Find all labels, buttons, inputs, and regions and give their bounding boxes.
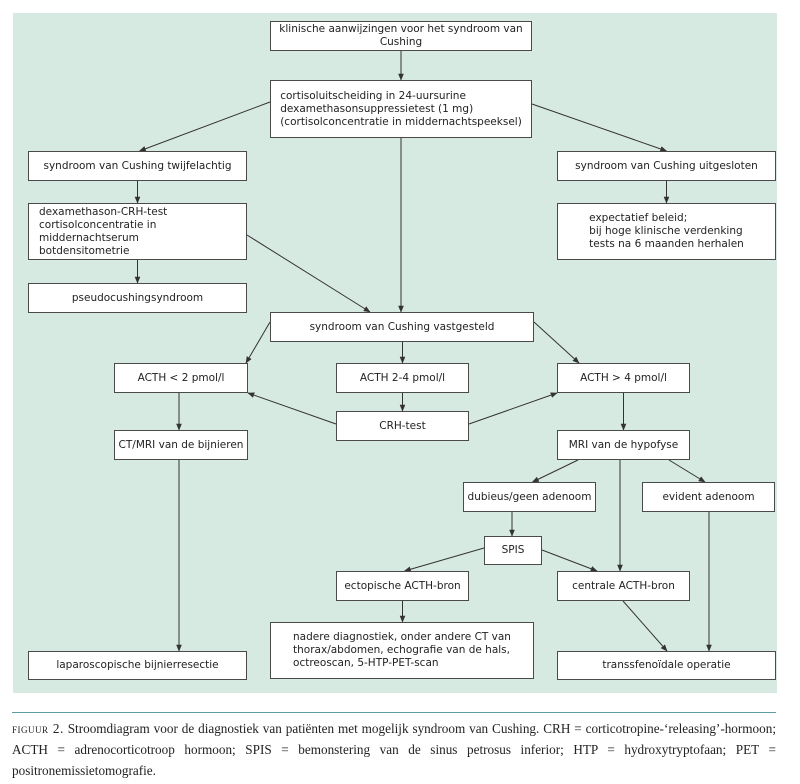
node-label: syndroom van Cushing uitgesloten [575,159,758,172]
node-confirmed: syndroom van Cushing vastgesteld [270,312,534,342]
node-clinical-signs: klinische aanwijzingen voor het syndroom… [270,21,532,51]
node-further-tests: dexamethason-CRH-test cortisolconcentrat… [28,203,247,260]
node-spis: SPIS [484,536,542,565]
arrow-screening-tests-to-doubtful [138,101,271,152]
node-label: transsfenoïdale operatie [602,659,731,671]
node-acth-mid: ACTH 2-4 pmol/l [336,363,469,393]
arrow-mri-pituitary-to-doubtful-adenoma [531,459,579,483]
node-label: SPIS [501,544,525,556]
arrow-central-source-to-transsphenoidal [622,600,668,652]
node-crh-test: CRH-test [336,411,469,441]
arrow-crh-test-to-acth-high [468,392,558,425]
arrow-further-tests-to-confirmed [246,234,371,313]
arrow-confirmed-to-acth-high [533,321,580,364]
node-mri-pituitary: MRI van de hypofyse [557,430,690,460]
node-label: MRI van de hypofyse [568,438,679,451]
node-label: ACTH > 4 pmol/l [580,371,667,384]
arrow-spis-to-ectopic-source [403,547,485,572]
caption-rule [12,712,776,713]
figure-caption: figuur 2. Stroomdiagram voor de diagnost… [12,718,776,781]
node-label: ectopische ACTH-bron [344,579,461,592]
node-label: cortisoluitscheiding in 24-uursurine dex… [280,89,522,128]
arrow-crh-test-to-acth-low [247,392,337,425]
node-adrenalectomy: laparoscopische bijnierresectie [28,651,247,680]
node-label: expectatief beleid; bij hoge klinische v… [589,212,744,250]
caption-label: figuur 2. [12,721,64,736]
node-transsphenoidal-surgery: transsfenoïdale operatie [557,651,776,680]
node-label: CRH-test [379,419,426,432]
node-label: dubieus/geen adenoom [467,490,592,503]
node-label: syndroom van Cushing twijfelachtig [43,159,232,172]
node-pseudocushing: pseudocushingsyndroom [28,283,247,313]
arrow-confirmed-to-acth-low [245,321,271,364]
node-label: evident adenoom [662,490,755,503]
node-screening-tests: cortisoluitscheiding in 24-uursurine dex… [270,80,532,138]
node-label: laparoscopische bijnierresectie [56,659,219,671]
node-acth-low: ACTH < 2 pmol/l [114,363,248,393]
node-label: nadere diagnostiek, onder andere CT van … [293,631,511,669]
node-ct-mri-adrenal: CT/MRI van de bijnieren [114,430,248,460]
node-doubtful-adenoma: dubieus/geen adenoom [463,482,596,512]
node-acth-high: ACTH > 4 pmol/l [557,363,690,393]
node-label: syndroom van Cushing vastgesteld [309,320,495,333]
caption-text: Stroomdiagram voor de diagnostiek van pa… [12,721,776,778]
node-evident-adenoma: evident adenoom [642,482,775,512]
node-doubtful: syndroom van Cushing twijfelachtig [28,151,247,181]
node-label: klinische aanwijzingen voor het syndroom… [279,23,523,48]
node-label: ACTH < 2 pmol/l [137,371,225,384]
arrow-spis-to-central-source [541,549,598,572]
node-further-diagnostics: nadere diagnostiek, onder andere CT van … [270,622,534,679]
node-central-source: centrale ACTH-bron [557,571,690,601]
node-excluded: syndroom van Cushing uitgesloten [557,151,776,181]
arrow-mri-pituitary-to-evident-adenoma [668,459,706,483]
node-expectative-policy: expectatief beleid; bij hoge klinische v… [557,203,776,260]
node-label: ACTH 2-4 pmol/l [359,371,446,384]
node-label: CT/MRI van de bijnieren [118,438,244,451]
node-label: centrale ACTH-bron [572,579,675,592]
arrow-screening-tests-to-excluded [531,103,668,152]
node-label: dexamethason-CRH-test cortisolconcentrat… [39,205,168,257]
node-ectopic-source: ectopische ACTH-bron [336,571,469,601]
node-label: pseudocushingsyndroom [71,291,204,304]
